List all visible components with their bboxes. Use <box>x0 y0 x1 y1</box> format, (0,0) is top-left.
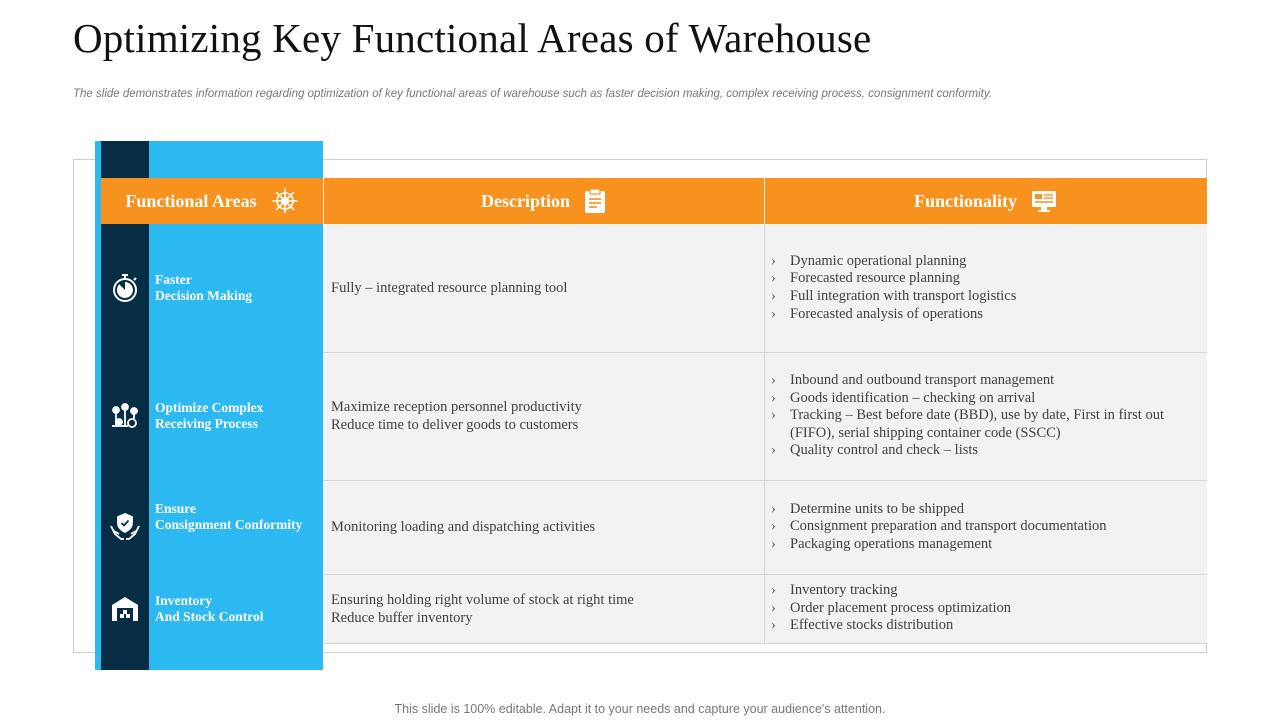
row-divider <box>323 480 1207 481</box>
list-item: Inbound and outbound transport managemen… <box>771 372 1201 390</box>
area-label: Inventory And Stock Control <box>155 592 264 624</box>
list-item: Tracking – Best before date (BBD), use b… <box>771 407 1201 442</box>
area-row-4: Inventory And Stock Control <box>101 574 323 643</box>
header-divider <box>323 178 324 224</box>
header-divider <box>764 178 765 224</box>
list-item: Goods identification – checking on arriv… <box>771 390 1201 408</box>
header-label: Functionality <box>913 190 1017 211</box>
header-functional-areas: Functional Areas <box>101 178 323 224</box>
area-label: Faster Decision Making <box>155 272 253 303</box>
functionality-row-2: Inbound and outbound transport managemen… <box>771 352 1201 480</box>
area-row-3: Ensure Consignment Conformity <box>101 480 323 574</box>
stopwatch-icon <box>101 273 149 303</box>
functionality-row-1: Dynamic operational planning Forecasted … <box>771 224 1201 352</box>
header-description: Description <box>323 178 764 224</box>
header-label: Description <box>481 190 570 211</box>
wheel-icon <box>271 187 299 215</box>
list-item: Consignment preparation and transport do… <box>771 518 1201 536</box>
shield-hands-icon <box>101 512 149 542</box>
description-row-2: Maximize reception personnel productivit… <box>331 399 582 433</box>
row-divider <box>323 643 1207 644</box>
clipboard-icon <box>584 188 606 214</box>
list-item: Quality control and check – lists <box>771 442 1201 460</box>
list-item: Forecasted analysis of operations <box>771 306 1201 324</box>
list-item: Effective stocks distribution <box>771 617 1201 635</box>
header-label: Functional Areas <box>125 190 257 211</box>
description-row-1: Fully – integrated resource planning too… <box>331 280 568 296</box>
column-divider <box>764 224 765 643</box>
area-label: Ensure Consignment Conformity <box>155 501 303 532</box>
area-row-2: Optimize Complex Receiving Process <box>101 352 323 480</box>
list-item: Packaging operations management <box>771 536 1201 554</box>
header-functionality: Functionality <box>764 178 1207 224</box>
list-item: Determine units to be shipped <box>771 501 1201 519</box>
list-item: Inventory tracking <box>771 582 1201 600</box>
page-title: Optimizing Key Functional Areas of Wareh… <box>73 15 872 61</box>
row-divider <box>323 574 1207 575</box>
area-label: Optimize Complex Receiving Process <box>155 400 264 431</box>
monitor-icon <box>1031 189 1057 213</box>
list-item: Dynamic operational planning <box>771 253 1201 271</box>
warehouse-icon <box>101 596 149 622</box>
footer-note: This slide is 100% editable. Adapt it to… <box>394 702 886 716</box>
functionality-row-4: Inventory tracking Order placement proce… <box>771 574 1201 643</box>
list-item: Order placement process optimization <box>771 600 1201 618</box>
description-row-3: Monitoring loading and dispatching activ… <box>331 519 596 535</box>
description-row-4: Ensuring holding right volume of stock a… <box>331 591 634 626</box>
row-divider <box>323 352 1207 353</box>
functionality-row-3: Determine units to be shipped Consignmen… <box>771 480 1201 574</box>
area-row-1: Faster Decision Making <box>101 224 323 352</box>
list-item: Forecasted resource planning <box>771 270 1201 288</box>
list-item: Full integration with transport logistic… <box>771 288 1201 306</box>
page-subtitle: The slide demonstrates information regar… <box>73 88 992 100</box>
network-nodes-icon <box>101 402 149 430</box>
